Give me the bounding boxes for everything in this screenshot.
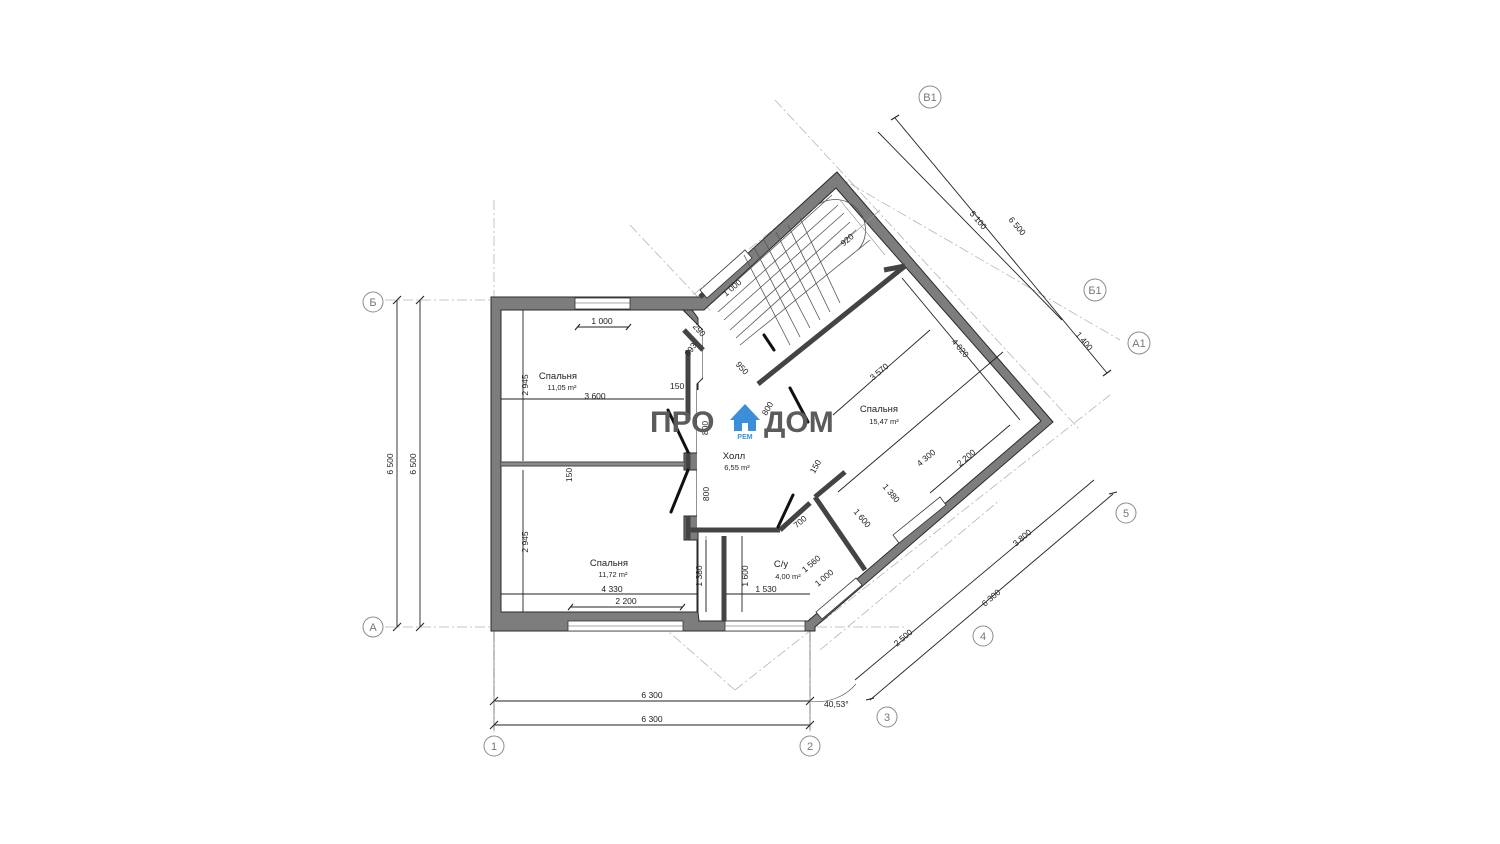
axis-label-5: 5 — [1123, 508, 1129, 520]
room-name-bedroom-2: Спальня — [590, 558, 628, 569]
axis-bubble-v1: В1 — [918, 85, 942, 109]
logo: ПРО РЕМ ДОМ — [650, 404, 834, 441]
dim-bed1-partition: 150 — [670, 381, 684, 391]
door-bed3 — [788, 386, 810, 424]
dim-bottom-1: 6 300 — [641, 690, 663, 700]
windows — [567, 249, 947, 632]
axis-bubble-b1: Б1 — [1083, 278, 1107, 302]
doors — [666, 333, 810, 529]
dim-bed2-window: 2 200 — [615, 596, 637, 606]
axis-label-v1: В1 — [923, 92, 936, 104]
dim-bed2-height: 2 945 — [520, 531, 530, 553]
dim-wc-depth: 1 600 — [740, 565, 750, 587]
staircase — [711, 194, 886, 346]
logo-text-right: ДОМ — [764, 406, 834, 439]
dim-bed1-partition-b: 150 — [564, 468, 574, 482]
room-bedroom-1: Спальня 11,05 m² — [539, 371, 577, 392]
dim-rot-top-3: 1 400 — [1074, 330, 1096, 353]
axis-label-b1: Б1 — [1088, 285, 1101, 297]
room-area-bedroom-3: 15,47 m² — [869, 417, 899, 426]
axis-label-a1: А1 — [1132, 338, 1145, 350]
axis-lines — [385, 99, 1121, 735]
interior-areas — [697, 190, 1038, 619]
room-area-hall: 6,55 m² — [724, 463, 750, 472]
dim-rot-top-1: 5 100 — [968, 209, 990, 232]
inner-dimensions: 1 000 3 600 2 945 150 150 2 945 4 330 2 … — [501, 231, 1021, 612]
window-bed1 — [574, 297, 631, 310]
dim-bed2-width: 4 330 — [601, 584, 623, 594]
axis-label-a: А — [369, 622, 377, 634]
window-stair — [699, 249, 753, 299]
dim-wc-width: 1 530 — [755, 584, 777, 594]
dim-rot-bottom-1: 3 800 — [1011, 527, 1034, 549]
axis-label-3: 3 — [884, 712, 890, 724]
room-bedroom-3: Спальня 15,47 m² — [860, 404, 899, 426]
room-bedroom-2: Спальня 11,72 m² — [590, 558, 628, 579]
dim-bed1-height: 2 945 — [520, 374, 530, 396]
dim-bed1-width: 3 600 — [584, 391, 606, 401]
house-icon — [730, 404, 760, 431]
room-labels: Спальня 11,05 m² Спальня 11,72 m² Спальн… — [539, 371, 899, 581]
room-name-bedroom-1: Спальня — [539, 371, 577, 382]
logo-text-left: ПРО — [650, 406, 715, 439]
axis-bubble-a: А — [362, 616, 384, 638]
dim-bed2-door: 1 380 — [694, 565, 704, 587]
axis-label-b: Б — [369, 297, 376, 309]
door-wc — [776, 493, 795, 529]
axis-label-4: 4 — [980, 631, 986, 643]
axis-bubble-1: 1 — [483, 735, 505, 757]
room-name-wc: С/у — [774, 559, 789, 570]
dim-bottom-2: 6 300 — [641, 714, 663, 724]
axis-bubble-a1: А1 — [1127, 331, 1151, 355]
dim-hall-door-1: 800 — [700, 421, 710, 435]
axis-bubble-4: 4 — [972, 625, 994, 647]
room-area-wc: 4,00 m² — [775, 572, 801, 581]
axis-bubble-2: 2 — [799, 735, 821, 757]
room-area-bedroom-1: 11,05 m² — [547, 383, 577, 392]
door-bed2 — [669, 468, 690, 514]
axis-bubble-3: 3 — [876, 706, 898, 728]
door-bed1 — [666, 408, 690, 454]
dim-left-2: 6 500 — [408, 453, 418, 475]
dim-left-1: 6 500 — [385, 453, 395, 475]
window-bed3 — [892, 496, 947, 544]
window-wc-2 — [815, 577, 863, 620]
room-wc: С/у 4,00 m² — [774, 559, 801, 581]
room-name-hall: Холл — [723, 451, 745, 462]
dim-angle: 40,53° — [824, 699, 849, 709]
dim-hall-door-2: 800 — [701, 487, 711, 501]
door-stair — [762, 333, 776, 352]
axis-bubbles: Б А 1 2 В1 Б1 А1 3 — [362, 85, 1151, 757]
partitions — [501, 263, 907, 621]
axis-bubble-b: Б — [362, 291, 384, 313]
logo-text-sub: РЕМ — [737, 434, 752, 441]
axis-label-1: 1 — [491, 741, 497, 753]
axis-bubble-5: 5 — [1115, 502, 1137, 524]
room-name-bedroom-3: Спальня — [860, 404, 898, 415]
room-hall: Холл 6,55 m² — [723, 451, 750, 472]
dim-rot-top-2: 6 500 — [1007, 215, 1029, 238]
axis-label-2: 2 — [807, 741, 813, 753]
room-area-bedroom-2: 11,72 m² — [598, 570, 628, 579]
dim-bed1-window: 1 000 — [591, 316, 613, 326]
dim-rot-bottom-3: 2 500 — [892, 627, 915, 649]
